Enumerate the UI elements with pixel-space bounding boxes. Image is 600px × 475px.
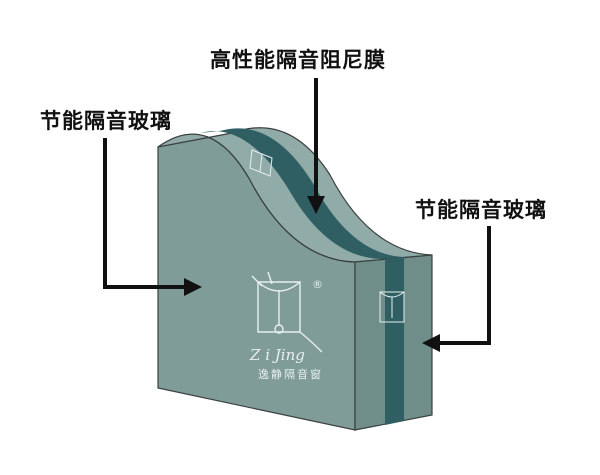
logo-registered-mark: ® (312, 278, 323, 291)
logo-script-text: Z i Jing (250, 346, 305, 364)
arrow-left-glass (103, 138, 188, 289)
brand-logo-side (379, 291, 405, 323)
arrow-right-glass-head (422, 334, 440, 352)
brand-logo-top (249, 149, 273, 177)
damping-film-top (200, 128, 404, 259)
arrow-right-glass (436, 226, 491, 345)
arrow-left-glass-head (184, 278, 202, 296)
damping-film-side (385, 257, 404, 425)
brand-logo-front (251, 271, 323, 353)
label-damping-film: 高性能隔音阻尼膜 (210, 48, 386, 72)
arrow-film-head (307, 196, 325, 214)
label-right-glass: 节能隔音玻璃 (415, 198, 547, 222)
logo-caption: 逸静隔音窗 (258, 368, 323, 381)
label-left-glass: 节能隔音玻璃 (40, 109, 172, 133)
